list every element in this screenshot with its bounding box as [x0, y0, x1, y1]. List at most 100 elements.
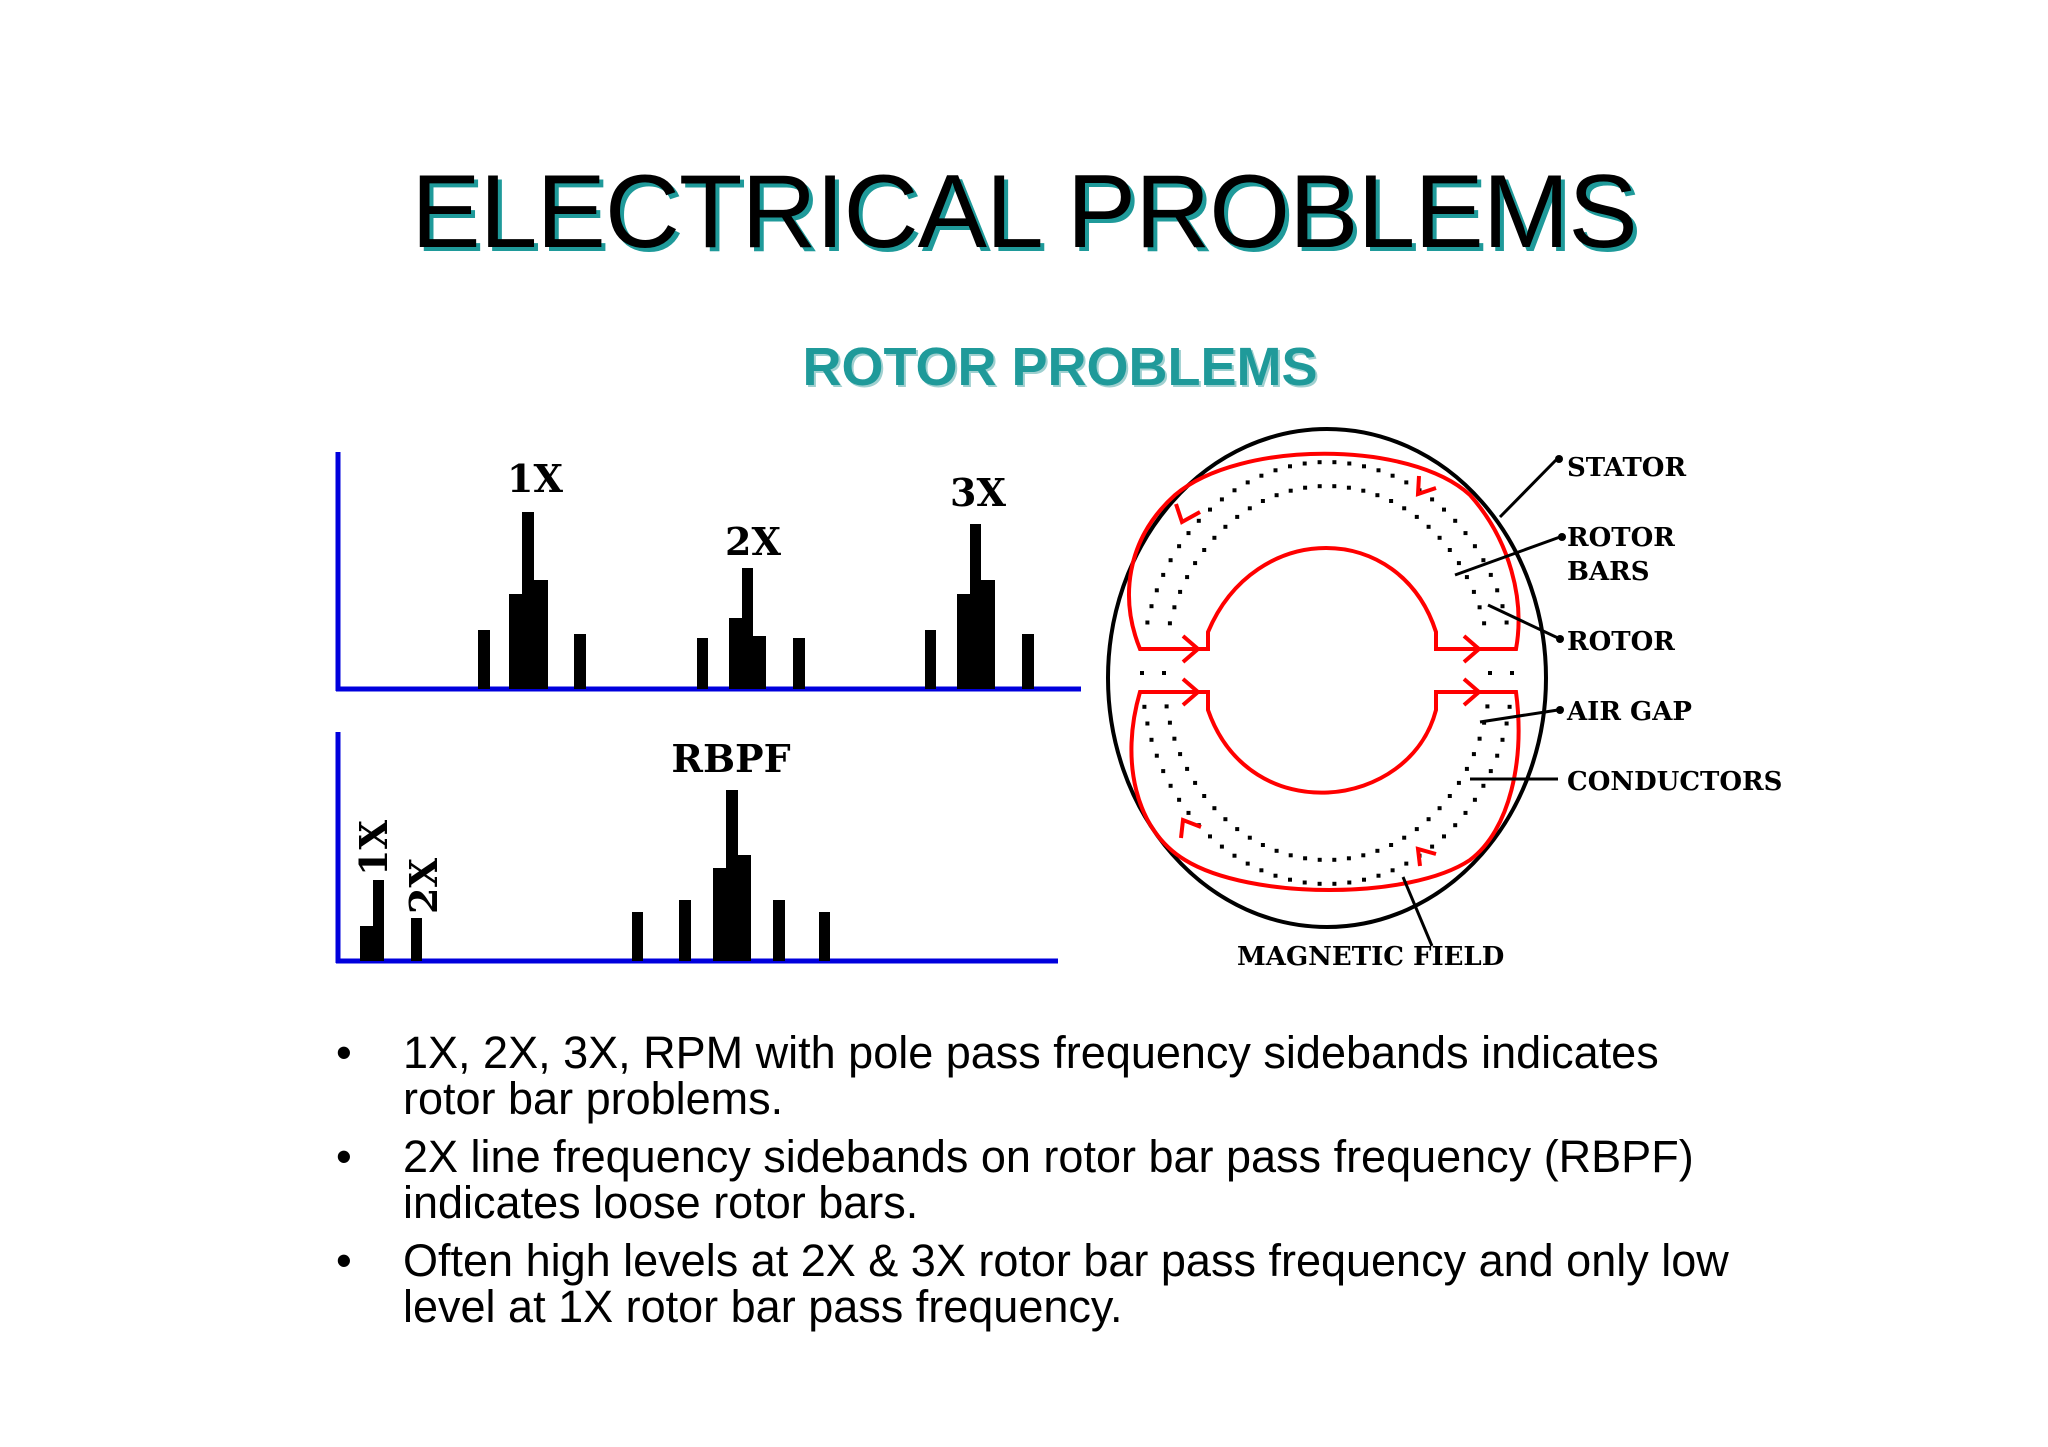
rotor-bar-dot — [1186, 810, 1191, 815]
rotor-bar-dot — [1185, 766, 1190, 771]
rotor-bar-dot — [1389, 499, 1394, 503]
rotor-bar-dot — [1375, 848, 1380, 853]
rotor-bar-dot — [1219, 497, 1224, 502]
spectral-bar — [726, 790, 738, 961]
rotor-bar-dot — [1274, 493, 1279, 498]
rotor-bar-dot — [1167, 621, 1172, 626]
spectrum-top-peak-3x — [925, 524, 1034, 689]
rotor-bar-dot — [1346, 856, 1351, 861]
rotor-bar-dot — [1223, 817, 1228, 822]
rotor-bar-dot — [1193, 780, 1198, 785]
rotor-bar-dot — [1507, 704, 1512, 709]
rotor-bar-dot — [1481, 558, 1486, 563]
rotor-bar-dot — [1500, 737, 1505, 742]
field-arrows — [1174, 475, 1483, 867]
rotor-bar-dot — [1472, 797, 1477, 802]
rotor-bar-dot — [1442, 834, 1446, 839]
spectrum-bottom: RBPF 1X 2X — [335, 732, 1058, 964]
rotor-bar-dot — [1140, 671, 1144, 675]
sideband-bar — [819, 912, 830, 961]
rotor-bar-dot — [1347, 880, 1352, 885]
label-rotor-bars-line1: ROTOR — [1567, 523, 1675, 553]
rotor-bar-dot — [1453, 823, 1458, 828]
rotor-bar-dot — [1389, 843, 1394, 847]
rotor-bar-dot — [1168, 558, 1173, 563]
rotor-bar-dot — [1161, 572, 1166, 577]
rotor-bar-dot — [1303, 856, 1308, 861]
arrow-right — [1462, 634, 1483, 664]
label-stator: STATOR — [1567, 453, 1686, 483]
spectrum-top: 1X 2X 3X — [335, 452, 1081, 692]
rotor-bar-dot — [1442, 507, 1446, 512]
sideband-bar — [679, 900, 691, 961]
spectrum-top-peak-1x — [478, 512, 586, 689]
rotor-bar-dot — [1273, 873, 1278, 878]
sideband-bar — [478, 630, 490, 689]
rotor-bar-dot — [1430, 497, 1435, 502]
spectral-bar — [737, 855, 751, 961]
rotor-bar-dot — [1390, 473, 1395, 478]
spectral-bar — [742, 568, 753, 689]
label-rotor-bars-line2: BARS — [1567, 557, 1650, 587]
rotor-bar-dot — [1164, 704, 1169, 709]
sideband-bar — [697, 638, 708, 689]
rotor-bar-dot — [1288, 488, 1293, 493]
sideband-bar — [925, 630, 936, 689]
rotor-bar-dot — [1482, 621, 1487, 626]
leader-dot — [1558, 533, 1566, 541]
rotor-bar-dot — [1346, 485, 1351, 490]
rotor-bar-dot — [1414, 827, 1419, 832]
rotor-bar-dot — [1317, 484, 1322, 489]
rotor-bar-dot — [1260, 843, 1265, 847]
bullet-item: 2X line frequency sidebands on rotor bar… — [330, 1134, 1730, 1226]
rotor-bar-dot — [1317, 460, 1322, 465]
leader-dot — [1556, 706, 1564, 714]
rotor-bar-dot — [1259, 473, 1264, 478]
rotor-bar-dot — [1495, 753, 1500, 758]
rotor-bar-dot — [1332, 857, 1337, 862]
rotor-bar-dot — [1273, 468, 1278, 473]
rotor-bar-dot — [1332, 484, 1337, 489]
rotor-bar-dot — [1202, 548, 1207, 552]
rotor-bar-dot — [1172, 736, 1177, 741]
rotor-bar-dot — [1510, 671, 1514, 675]
rotor-bar-dot — [1288, 464, 1292, 469]
rotor-bar-dot — [1464, 766, 1469, 771]
arrow-curve — [1174, 503, 1201, 525]
label-rotor: ROTOR — [1567, 627, 1675, 657]
rotor-bar-dot — [1202, 794, 1207, 798]
spectral-bar — [729, 618, 743, 689]
label-bottom-1x: 1X — [351, 820, 396, 876]
leader-stator — [1498, 458, 1558, 519]
rotor-bar-dot — [1362, 464, 1366, 469]
rotor-bar-dot — [1402, 506, 1407, 511]
rotor-bar-dot — [1185, 575, 1190, 580]
rotor-bar-dot — [1274, 848, 1279, 853]
arrow-curve — [1415, 475, 1437, 497]
spectral-bar — [713, 868, 727, 961]
sideband-bar — [1022, 634, 1034, 689]
rotor-bar-dot — [1162, 671, 1166, 675]
rotor-bar-dot — [1361, 853, 1366, 858]
arrow-right — [1462, 677, 1483, 707]
rotor-bar-dot — [1186, 531, 1191, 536]
leader-air-gap — [1479, 708, 1559, 724]
rotor-bar-dot — [1154, 753, 1159, 758]
rotor-bar-dot — [1402, 835, 1407, 840]
rotor-bar-dot — [1177, 797, 1182, 802]
rotor-bar-dot — [1463, 531, 1468, 536]
rotor-bar-dot — [1288, 877, 1292, 882]
rotor-bar-dot — [1390, 868, 1395, 873]
spectral-bar — [533, 580, 548, 689]
rotor-bar-dot — [1172, 605, 1177, 610]
rotor-bars-inner-dots — [1162, 484, 1492, 862]
spectral-bar — [509, 594, 523, 689]
label-magnetic-field: MAGNETIC FIELD — [1237, 942, 1504, 972]
rotor-bar-dot — [1232, 488, 1237, 493]
rotor-bar-dot — [1488, 572, 1493, 577]
slide-title: ELECTRICAL PROBLEMS — [411, 154, 1638, 270]
rotor-bar-dot — [1437, 806, 1442, 811]
leader-lines — [1401, 458, 1561, 947]
rotor-bar-dot — [1193, 561, 1198, 566]
